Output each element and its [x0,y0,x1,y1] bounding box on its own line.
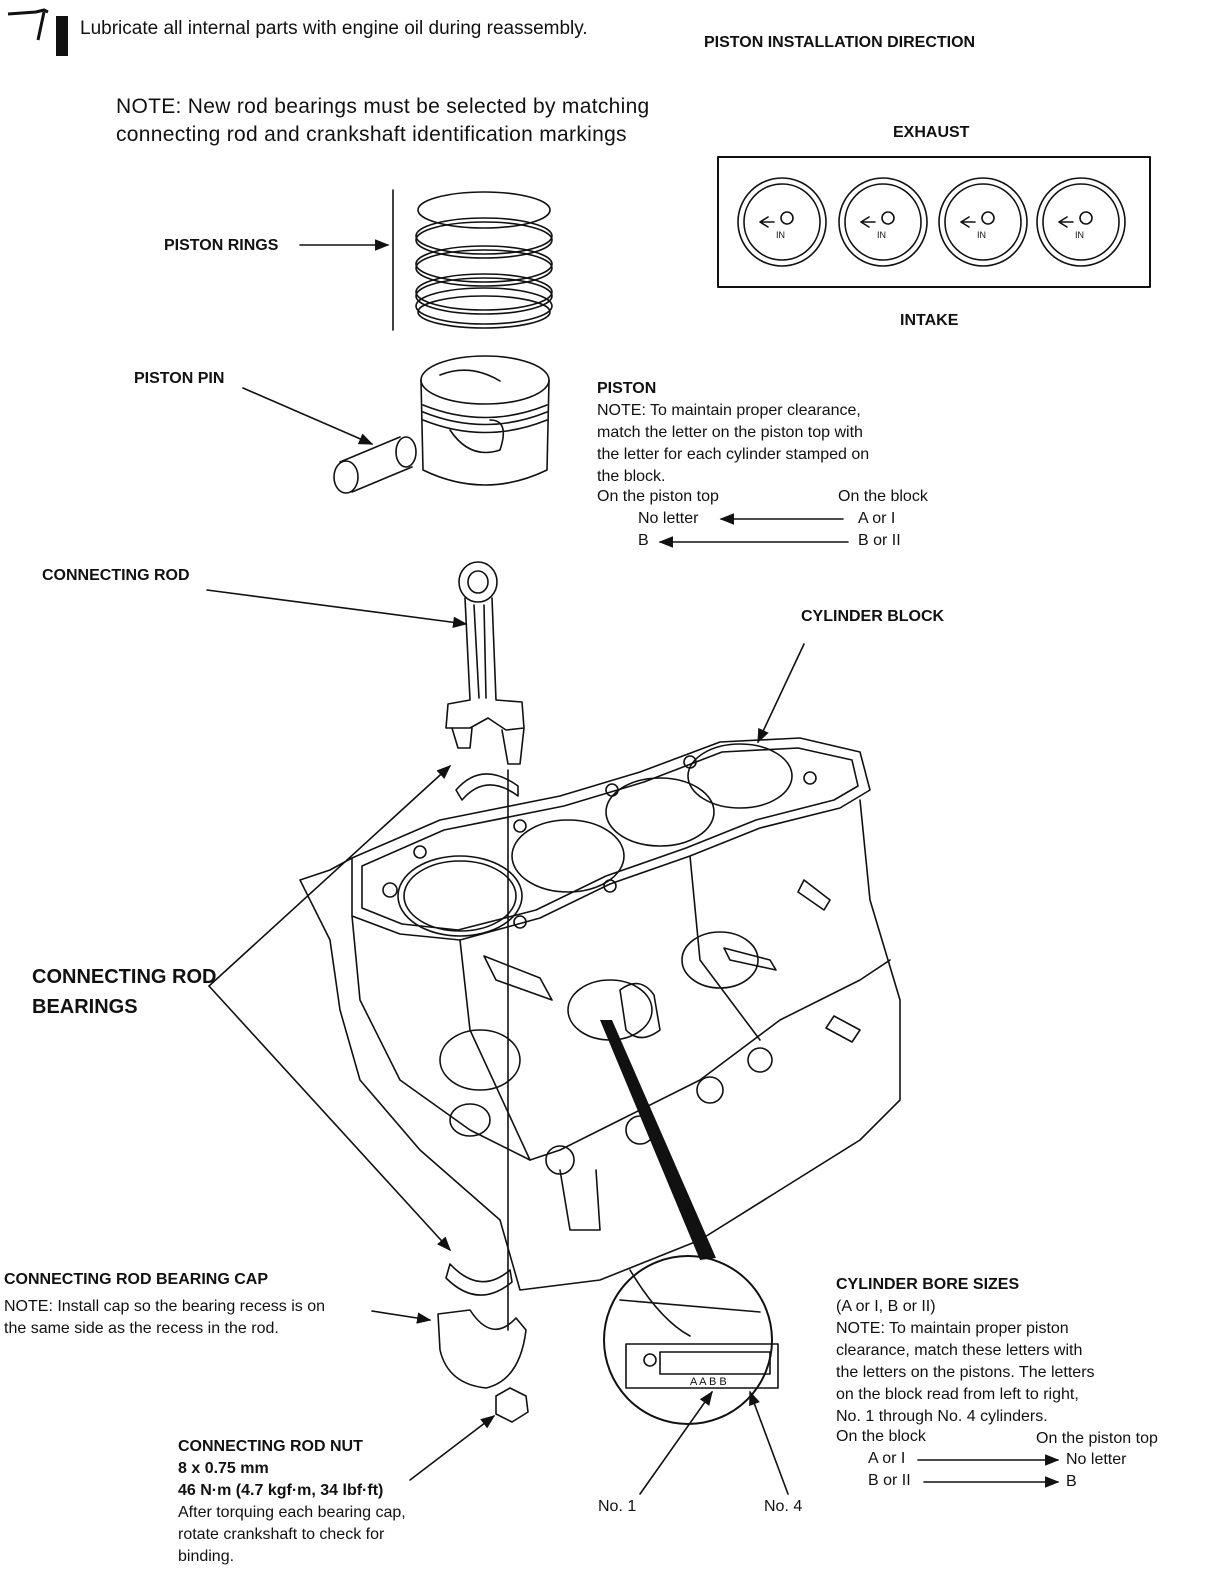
piston-in-mark: IN [776,230,785,240]
cylinder-block-drawing [299,737,901,1291]
rod-nut-line: After torquing each bearing cap, [178,1504,406,1521]
bearing-cap-note-line1: NOTE: Install cap so the bearing recess … [4,1298,326,1315]
bore-sizes-line: clearance, match these letters with [836,1342,1083,1359]
lubricate-note: Lubricate all internal parts with engine… [80,18,588,39]
no1-label: No. 1 [598,1498,637,1515]
bore-col-right: On the piston top [1036,1430,1158,1447]
piston-rings-drawing [415,191,553,329]
bore-sizes-subtitle: (A or I, B or II) [836,1298,936,1315]
bore-stamp-pad [483,955,553,1001]
lower-bearing-shell-drawing [445,1263,513,1296]
piston-note-title: PISTON [597,380,657,397]
rod-nut-line: rotate crankshaft to check for [178,1526,385,1543]
piston-row2-left: B [638,532,649,549]
piston-note-line: match the letter on the piston top with [597,424,863,441]
rod-nut-drawing [495,1387,529,1423]
bore-col-left: On the block [836,1428,926,1445]
cylinder-block-label: CYLINDER BLOCK [801,608,945,625]
piston-note: PISTON NOTE: To maintain proper clearanc… [597,378,869,488]
rod-nut-title: CONNECTING ROD NUT [178,1438,363,1455]
bearing-note-line1: NOTE: New rod bearings must be selected … [116,95,650,118]
rod-nut-line: binding. [178,1548,235,1565]
bore-row2-right: B [1066,1473,1077,1490]
bore-row1-left: A or I [868,1450,906,1467]
piston-direction-title: PISTON INSTALLATION DIRECTION [704,34,976,51]
piston-note-line: NOTE: To maintain proper clearance, [597,402,861,419]
bearing-cap-note-line2: the same side as the recess in the rod. [4,1320,279,1337]
bore-row2-left: B or II [868,1472,911,1489]
magnifier-beam [600,1020,716,1260]
bore-row1-right: No letter [1066,1451,1127,1468]
connecting-rod-drawing [445,561,525,765]
bore-sizes-line: NOTE: To maintain proper piston [836,1320,1069,1337]
rod-bearings-label-line2: BEARINGS [32,996,138,1018]
block-letters-stamp: A A B B [690,1376,727,1388]
bore-sizes-note: CYLINDER BORE SIZES (A or I, B or II) NO… [836,1274,1095,1428]
piston-row1-left: No letter [638,510,699,527]
piston-col-right: On the block [838,488,928,505]
exhaust-label: EXHAUST [893,124,970,141]
lubricate-icon [6,4,68,56]
magnifier-circle [603,1255,773,1425]
rod-nut-torque: 46 N·m (4.7 kgf·m, 34 lbf·ft) [178,1482,384,1499]
piston-in-mark: IN [977,230,986,240]
connecting-rod-label: CONNECTING ROD [42,567,190,584]
bore-sizes-line: No. 1 through No. 4 cylinders. [836,1408,1048,1425]
magnified-stamp [619,1269,779,1389]
piston-pin-label: PISTON PIN [134,370,225,387]
no4-label: No. 4 [764,1498,803,1515]
piston-row2-right: B or II [858,532,901,549]
upper-bearing-shell-drawing [455,773,519,801]
piston-note-line: the block. [597,468,666,485]
piston-in-mark: IN [877,230,886,240]
intake-label: INTAKE [900,312,959,329]
piston-rings-label: PISTON RINGS [164,237,279,254]
bore-sizes-title: CYLINDER BORE SIZES [836,1276,1020,1293]
piston-direction-box [717,156,1151,288]
bore-sizes-line: the letters on the pistons. The letters [836,1364,1095,1381]
rod-nut-note: CONNECTING ROD NUT 8 x 0.75 mm 46 N·m (4… [178,1436,406,1568]
bore-sizes-line: on the block read from left to right, [836,1386,1079,1403]
piston-pin-drawing [333,436,417,494]
piston-note-line: the letter for each cylinder stamped on [597,446,870,463]
piston-row1-right: A or I [858,510,896,527]
rod-bearings-label-line1: CONNECTING ROD [32,966,217,988]
direction-pistons [737,177,1126,267]
bearing-cap-title: CONNECTING ROD BEARING CAP [4,1271,269,1288]
piston-in-mark: IN [1075,230,1084,240]
bearing-cap-drawing [437,1309,527,1389]
rod-nut-size: 8 x 0.75 mm [178,1460,269,1477]
bearing-note-line2: connecting rod and crankshaft identifica… [116,123,627,146]
piston-drawing [420,355,550,486]
piston-col-left: On the piston top [597,488,719,505]
